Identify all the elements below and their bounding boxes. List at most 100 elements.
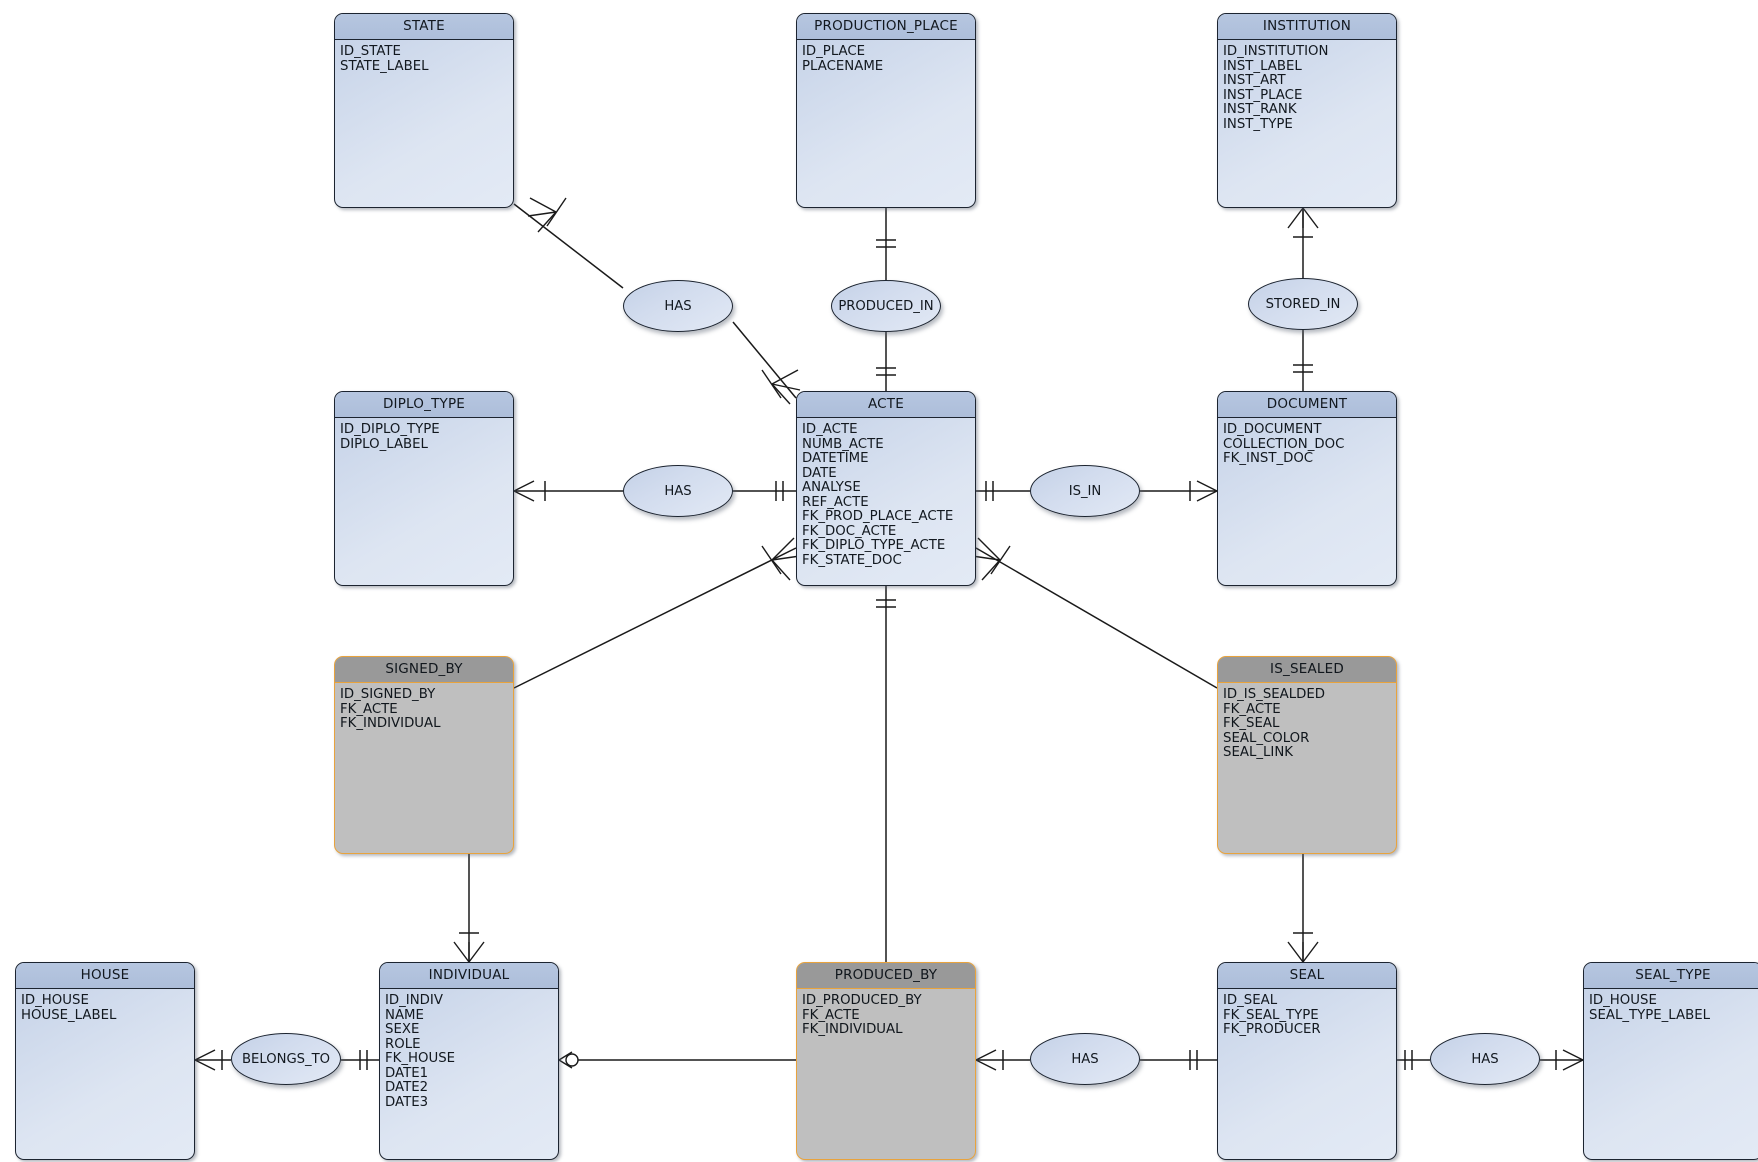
attribute-row: FK_INDIVIDUAL — [340, 716, 441, 731]
relationship-label: STORED_IN — [1265, 296, 1341, 312]
attribute-row: FK_ACTE — [802, 1007, 860, 1023]
attribute-row: FK_STATE_DOC — [802, 552, 902, 568]
relationship-rel_has_state[interactable]: HAS — [623, 280, 733, 332]
attribute-row: SEAL_LINK — [1223, 745, 1293, 760]
attribute-row: HOUSE_LABEL — [21, 1007, 117, 1023]
attribute-row: DIPLO_LABEL — [340, 436, 428, 452]
relationship-rel_belongs_to[interactable]: BELONGS_TO — [231, 1033, 341, 1085]
attribute-row: INST_ART — [1223, 73, 1286, 88]
entity-title-seal_type: SEAL_TYPE — [1584, 963, 1758, 989]
relationship-rel_has_produced[interactable]: HAS — [1030, 1033, 1140, 1085]
attribute-row: INST_PLACE — [1223, 87, 1303, 103]
attribute-row: ID_SIGNED_BY — [340, 687, 436, 702]
entity-title-document: DOCUMENT — [1218, 392, 1396, 418]
attribute-row: DATETIME — [802, 451, 869, 466]
relationship-label: HAS — [664, 298, 692, 314]
attribute-row: COLLECTION_DOC — [1223, 436, 1345, 452]
entity-title-produced_by: PRODUCED_BY — [797, 963, 975, 989]
entity-title-diplo_type: DIPLO_TYPE — [335, 392, 513, 418]
entity-title-production_place: PRODUCTION_PLACE — [797, 14, 975, 40]
attribute-row: ID_SEAL — [1223, 993, 1278, 1008]
relationship-rel_is_in[interactable]: IS_IN — [1030, 465, 1140, 517]
attribute-row: INST_RANK — [1223, 102, 1297, 117]
entity-title-acte: ACTE — [797, 392, 975, 418]
relationship-label: HAS — [1471, 1051, 1499, 1067]
attribute-row: FK_HOUSE — [385, 1051, 456, 1066]
attribute-row: SEAL_TYPE_LABEL — [1589, 1007, 1711, 1023]
relationship-rel_has_sealtype[interactable]: HAS — [1430, 1033, 1540, 1085]
attribute-row: FK_INST_DOC — [1223, 451, 1314, 466]
attribute-row: REF_ACTE — [802, 494, 869, 510]
attribute-row: STATE_LABEL — [340, 58, 429, 74]
relationship-rel_produced_in[interactable]: PRODUCED_IN — [831, 280, 941, 332]
attribute-row: FK_DOC_ACTE — [802, 523, 897, 539]
attribute-row: NAME — [385, 1007, 424, 1023]
attribute-row: ROLE — [385, 1036, 421, 1052]
attribute-row: PLACENAME — [802, 58, 884, 74]
relationship-label: HAS — [1071, 1051, 1099, 1067]
attribute-row: DATE — [802, 465, 837, 481]
attribute-row: FK_DIPLO_TYPE_ACTE — [802, 538, 946, 553]
entity-title-is_sealed: IS_SEALED — [1218, 657, 1396, 683]
entity-title-house: HOUSE — [16, 963, 194, 989]
attribute-row: FK_SEAL — [1223, 716, 1280, 731]
attribute-row: DATE1 — [385, 1065, 429, 1081]
attribute-row: FK_INDIVIDUAL — [802, 1022, 903, 1037]
attribute-row: ID_ACTE — [802, 422, 858, 437]
attribute-row: ID_DIPLO_TYPE — [340, 422, 440, 437]
attribute-row: FK_SEAL_TYPE — [1223, 1007, 1319, 1023]
relationship-label: HAS — [664, 483, 692, 499]
attribute-row: ID_PRODUCED_BY — [802, 993, 922, 1008]
attribute-row: INST_LABEL — [1223, 58, 1302, 74]
entity-title-signed_by: SIGNED_BY — [335, 657, 513, 683]
relationship-label: IS_IN — [1068, 483, 1102, 499]
attribute-row: ID_HOUSE — [21, 993, 89, 1008]
attribute-row: DATE3 — [385, 1094, 429, 1110]
entity-title-individual: INDIVIDUAL — [380, 963, 558, 989]
attribute-row: ID_STATE — [340, 44, 401, 59]
attribute-row: ID_HOUSE — [1589, 993, 1657, 1008]
attribute-row: NUMB_ACTE — [802, 436, 884, 452]
attribute-row: FK_PRODUCER — [1223, 1022, 1321, 1037]
relationship-label: PRODUCED_IN — [838, 298, 934, 314]
attribute-row: ANALYSE — [802, 480, 861, 495]
attribute-row: ID_PLACE — [802, 44, 866, 59]
relationship-rel_has_diplo[interactable]: HAS — [623, 465, 733, 517]
attribute-row: SEXE — [385, 1022, 420, 1037]
relationship-label: BELONGS_TO — [241, 1051, 331, 1067]
entity-title-seal: SEAL — [1218, 963, 1396, 989]
attribute-row: ID_IS_SEALDED — [1223, 687, 1326, 702]
attribute-row: ID_DOCUMENT — [1223, 422, 1322, 437]
entity-title-institution: INSTITUTION — [1218, 14, 1396, 40]
entity-title-state: STATE — [335, 14, 513, 40]
relationship-rel_stored_in[interactable]: STORED_IN — [1248, 278, 1358, 330]
attribute-row: SEAL_COLOR — [1223, 730, 1310, 746]
